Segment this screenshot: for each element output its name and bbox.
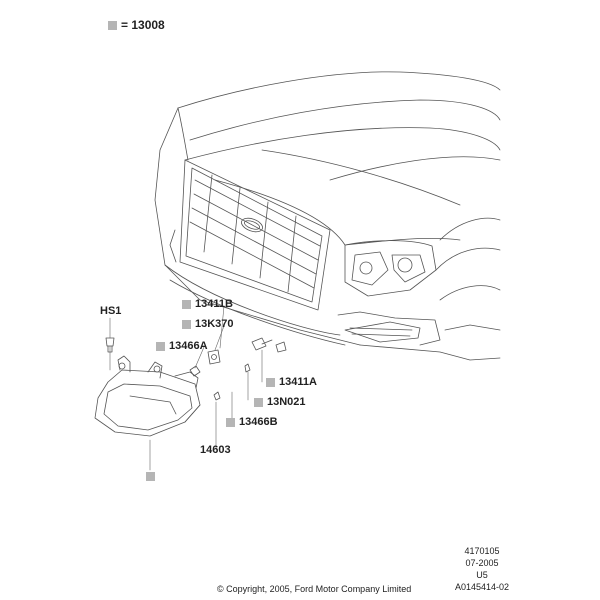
part-label-13411a: 13411A [266, 376, 317, 388]
reference-number: 4170105 [464, 546, 500, 556]
part-swatch [182, 299, 191, 309]
legend: = 13008 [108, 18, 165, 32]
part-label-13411b: 13411B [182, 298, 233, 310]
legend-swatch [108, 20, 117, 30]
part-swatch [182, 319, 191, 329]
part-label-13k370: 13K370 [182, 318, 234, 330]
hs1-fastener-illustration [105, 337, 115, 353]
copyright-notice: © Copyright, 2005, Ford Motor Company Li… [217, 584, 412, 594]
part-swatch [266, 377, 275, 387]
legend-code: = 13008 [121, 18, 165, 32]
part-label-13n021: 13N021 [254, 396, 306, 408]
reference-date: 07-2005 [465, 558, 499, 568]
part-swatch [146, 472, 155, 481]
part-label-headlamp [146, 472, 159, 481]
reference-illustration-id: A0145414-02 [454, 582, 510, 592]
vehicle-front-illustration [154, 71, 501, 361]
part-label-13466a: 13466A [156, 340, 208, 352]
part-swatch [226, 417, 235, 427]
part-label-14603: 14603 [200, 444, 231, 456]
part-label-hs1: HS1 [100, 305, 122, 317]
part-label-13466b: 13466B [226, 416, 278, 428]
reference-code: U5 [476, 570, 488, 580]
bulb-components-illustration [189, 337, 287, 401]
part-swatch [254, 397, 263, 407]
part-swatch [156, 341, 165, 351]
headlamp-assembly-illustration [94, 355, 201, 437]
leader-lines [109, 305, 263, 471]
